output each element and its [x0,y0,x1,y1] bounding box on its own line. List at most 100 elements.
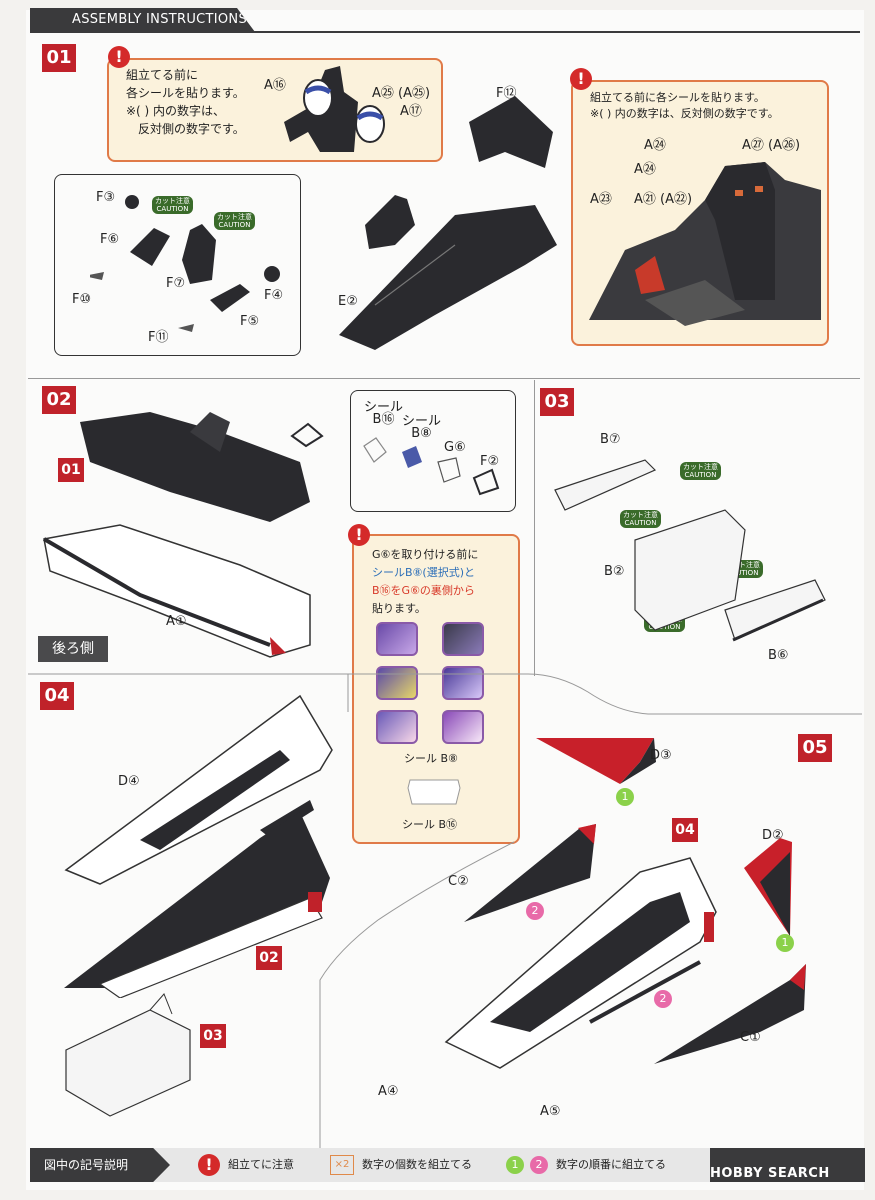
legend-warning-label: 組立てに注意 [228,1158,294,1171]
step04-cockpit-assembly-illustration [64,812,330,998]
part-label-a4: A④ [378,1084,399,1099]
cockpit-closeup-illustration [589,162,821,326]
cockpit-seat-sticker-illustration [284,66,385,152]
sticker-label-a21: A㉑ (A㉒) [634,192,693,207]
sticker-label-b8: シール B⑧ [402,414,442,441]
part-label-e2: E② [338,294,358,309]
ref-step-04-badge: 04 [672,818,698,842]
step-05-badge: 05 [798,734,832,762]
sticker-b8-option [442,710,484,744]
note-line: ※( ) 内の数字は、反対側の数字です。 [590,107,779,120]
header-tab: ASSEMBLY INSTRUCTIONS [30,8,255,32]
part-label-d3: D③ [650,748,672,763]
order-marker-2: 2 [654,990,672,1008]
step01-note-left-text: 組立てる前に 各シールを貼ります。 ※( ) 内の数字は、 反対側の数字です。 [126,66,245,138]
sticker-label-b16: シール B⑯ [364,400,404,427]
ref-step-02-badge: 02 [256,946,282,970]
note-line: ※( ) 内の数字は、 [126,104,226,118]
order-marker-1: 1 [616,788,634,806]
sticker-label-a27: A㉗ (A㉖) [742,138,801,153]
sticker-b8-option [442,666,484,700]
part-label-f7: F⑦ [166,276,186,291]
sticker-label-a23: A㉓ [590,192,612,207]
step02-cockpit-assembly-illustration [80,412,310,522]
sticker-b16-outline [407,779,461,805]
part-label-c1: C① [740,1030,761,1045]
warning-icon: ! [198,1154,220,1176]
step-01-badge: 01 [42,44,76,72]
step02-sticker-note-text: G⑥を取り付ける前に シールB⑧(選択式)と B⑯をG⑥の裏側から 貼ります。 [372,546,478,618]
note-line: B⑯をG⑥の裏側から [372,584,475,597]
part-e2-cockpit-tub-illustration [339,195,557,350]
part-label-f12: F⑫ [496,86,517,101]
order-marker-2: 2 [526,902,544,920]
note-line: シールB⑧(選択式)と [372,566,475,579]
part-a1-lower-hull-illustration [42,524,311,658]
header-title: ASSEMBLY INSTRUCTIONS [72,12,247,27]
canopy-parts-illustration [363,437,500,496]
legend-order-label: 数字の順番に組立てる [556,1158,666,1171]
part-label-a5: A⑤ [540,1104,561,1119]
part-label-f3: F③ [96,190,116,205]
note-line: 反対側の数字です。 [138,122,245,136]
sticker-label-a25: A㉕ (A㉕) [372,86,431,101]
order-icon-2: 2 [530,1156,548,1174]
note-line: G⑥を取り付ける前に [372,548,479,561]
warning-icon: ! [570,68,592,90]
sticker-label-a24: A㉔ [634,162,656,177]
legend-title: 図中の記号説明 [30,1148,170,1182]
part-label-f10: F⑩ [72,292,92,307]
part-label-d2: D② [762,828,784,843]
section-divider-curve [319,841,515,1148]
part-label-f6: F⑥ [100,232,120,247]
rear-side-label: 後ろ側 [38,636,108,662]
legend-multiplier-label: 数字の個数を組立てる [362,1158,472,1171]
note-line: 貼ります。 [372,602,426,615]
ref-step-03-badge: 03 [200,1024,226,1048]
part-label-f11: F⑪ [148,330,169,345]
section-divider [28,378,860,379]
sticker-b8-option [376,622,418,656]
warning-icon: ! [108,46,130,68]
warning-icon: ! [348,524,370,546]
seal-label-b8: シール B⑧ [404,752,458,765]
legend-bar: 図中の記号説明 ! 組立てに注意 ×2 数字の個数を組立てる 1 2 数字の順番… [30,1148,865,1182]
step01-seat-subassembly-box [54,174,301,356]
part-f12-illustration [469,96,553,168]
part-d3-red-fin-illustration [536,738,656,784]
part-label-c2: C② [448,874,469,889]
sticker-label-a16: A⑯ [264,78,286,93]
note-line: 組立てる前に各シールを貼ります。 [590,91,765,104]
part-label-a1: A① [166,614,187,629]
order-icon-1: 1 [506,1156,524,1174]
step-02-badge: 02 [42,386,76,414]
part-d4-upper-hull-illustration [64,694,333,885]
multiplier-icon: ×2 [330,1155,354,1175]
seat-parts-illustration [90,195,280,332]
order-marker-1: 1 [776,934,794,952]
note-line: 各シールを貼ります。 [126,86,245,100]
part-label-b6: B⑥ [768,648,789,663]
sticker-b8-option [376,710,418,744]
watermark: HOBBY SEARCH [710,1166,830,1181]
step-03-badge: 03 [540,388,574,416]
step05-fuselage-assembly-illustration [444,857,717,1069]
section-divider [534,380,535,676]
part-label-b2: B② [604,564,625,579]
part-label-f5: F⑤ [240,314,260,329]
part-f2-small-illustration [290,422,324,448]
step-04-badge: 04 [40,682,74,710]
part-c1-fin-illustration [654,964,806,1064]
seal-label-b16: シール B⑯ [402,818,458,831]
sticker-label-a17: A⑰ [400,104,422,119]
part-label-f2: F② [480,454,500,469]
part-d2-fin-illustration [744,838,792,936]
header-rule [30,31,860,33]
step04-frame-assembly-illustration [65,993,191,1117]
part-c2-fin-illustration [464,824,596,922]
part-label-g6: G⑥ [444,440,466,455]
step01-note-left [107,58,443,162]
